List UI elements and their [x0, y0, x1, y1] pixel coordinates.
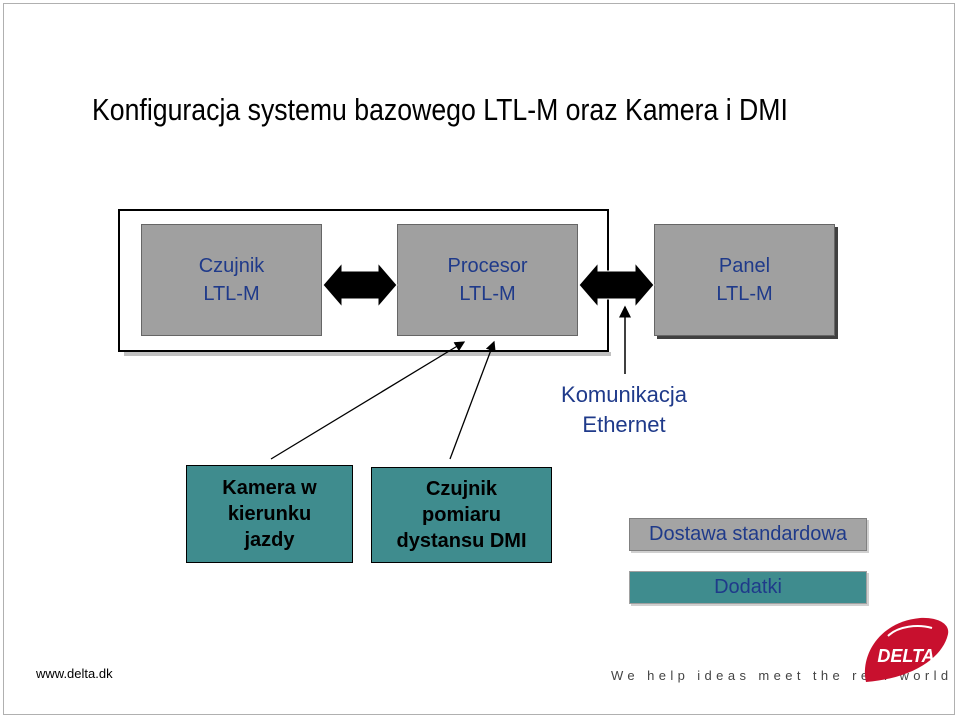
website-link[interactable]: www.delta.dk — [36, 666, 113, 681]
ethernet-label: Komunikacja Ethernet — [561, 382, 687, 437]
footer-tagline: We help ideas meet the real world — [611, 668, 953, 683]
page-title: Konfiguracja systemu bazowego LTL-M oraz… — [92, 92, 788, 127]
procesor-block: Procesor LTL-M — [397, 224, 578, 336]
logo-text: DELTA — [877, 646, 934, 666]
dmi-block: Czujnik pomiaru dystansu DMI — [371, 467, 552, 563]
kamera-block: Kamera w kierunku jazdy — [186, 465, 353, 563]
panel-block: Panel LTL-M — [654, 224, 835, 336]
slide-frame — [3, 3, 955, 715]
dmi-arrow — [449, 340, 496, 460]
kamera-arrow — [270, 341, 466, 460]
legend-standard: Dostawa standardowa — [629, 518, 867, 551]
czujnik-block: Czujnik LTL-M — [141, 224, 322, 336]
legend-addons: Dodatki — [629, 571, 867, 604]
delta-logo-icon: DELTA — [864, 617, 949, 682]
czujnik-procesor-double-arrow — [322, 261, 398, 309]
procesor-panel-double-arrow — [578, 261, 655, 309]
